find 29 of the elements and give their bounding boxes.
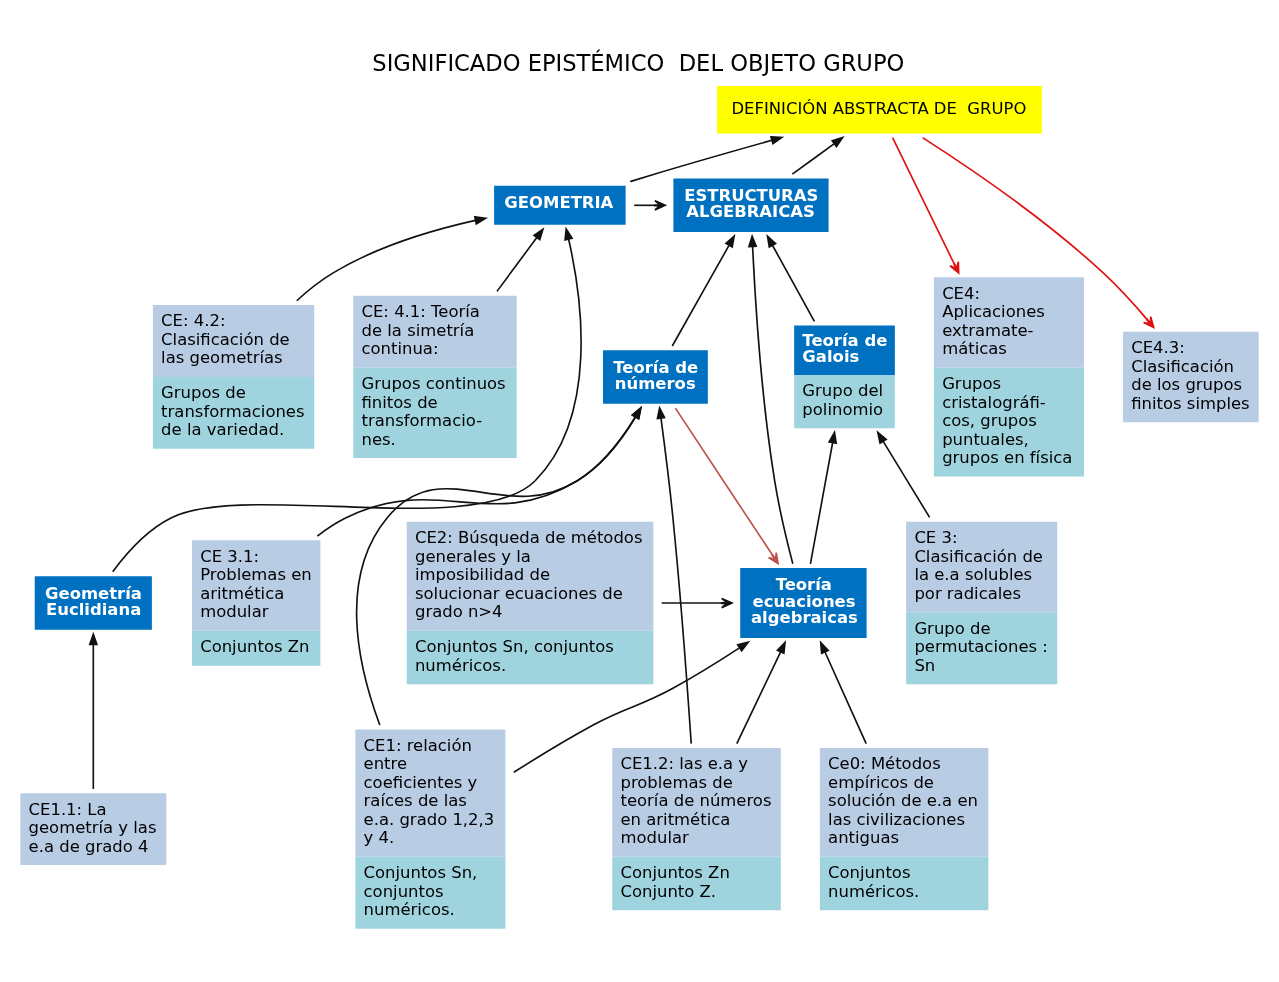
node-box: Geometría Euclidiana (34, 576, 152, 630)
arrow (88, 631, 99, 790)
node-box: Teoría ecuaciones algebraicas (740, 568, 867, 638)
arrow (111, 226, 582, 573)
arrow (629, 135, 785, 183)
arrow (671, 234, 736, 347)
arrow (735, 640, 787, 745)
arrow (921, 136, 1155, 329)
node-box: CE4.3: Clasificación de los grupos finitos simples (1123, 331, 1259, 423)
node-box: ESTRUCTURAS ALGEBRAICAS (673, 178, 829, 233)
arrow (876, 430, 931, 519)
arrow (656, 405, 693, 745)
node-box: Teoría de números (603, 350, 708, 404)
diagram-title: SIGNIFICADO EPISTÉMICO DEL OBJETO GRUPO (372, 50, 905, 77)
arrow (496, 227, 545, 293)
arrow (633, 199, 666, 211)
arrow (747, 233, 794, 565)
arrow (660, 597, 733, 609)
arrow (791, 136, 845, 175)
arrow (766, 234, 816, 323)
arrow (891, 136, 960, 274)
node-box: GEOMETRIA (494, 185, 626, 225)
arrow (295, 215, 489, 302)
arrow (819, 640, 867, 745)
arrow (809, 430, 838, 565)
node-box: CE1.1: La geometría y las e.a de grado 4 (20, 793, 167, 866)
arrow (674, 407, 779, 565)
arrow (512, 640, 751, 774)
node-box: DEFINICIÓN ABSTRACTA DE GRUPO (717, 86, 1042, 134)
